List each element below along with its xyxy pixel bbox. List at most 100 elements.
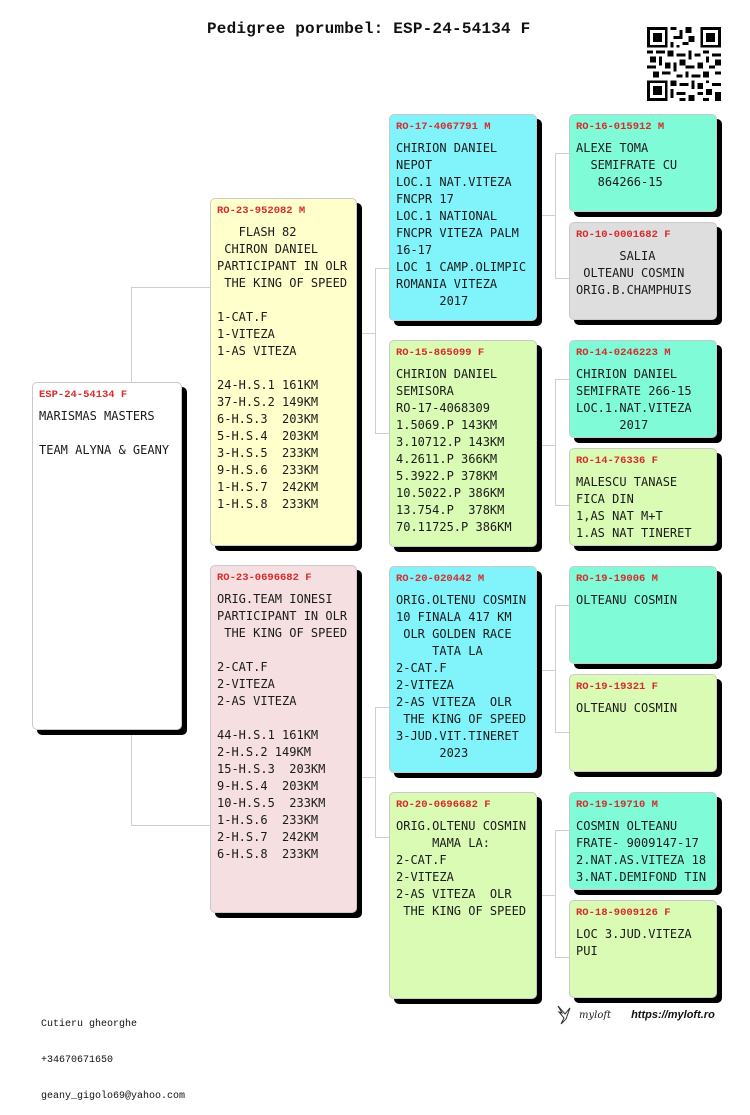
pedigree-note-line: 5-H.S.4 203KM	[217, 429, 319, 443]
pedigree-note-line: 6-H.S.3 203KM	[217, 412, 319, 426]
pedigree-note-line: OLR GOLDEN RACE	[396, 627, 512, 641]
pedigree-note-line: 15-H.S.3 203KM	[217, 762, 326, 776]
ring-number: RO-14-76336 F	[576, 455, 658, 467]
pedigree-note-line: 70.11725.P 386KM	[396, 520, 512, 534]
card-ds-dam[interactable]: RO-19-19321 F OLTEANU COSMIN	[569, 674, 717, 772]
pedigree-note-line: FLASH 82	[217, 225, 297, 239]
connector-line	[375, 268, 376, 433]
owner-email[interactable]: geany_gigolo69@yahoo.com	[41, 1091, 186, 1102]
pedigree-note-line: PUI	[576, 944, 598, 958]
pedigree-note-line: LOC.1.NAT.VITEZA	[576, 401, 692, 415]
owner-phone: +34670671650	[41, 1055, 114, 1066]
pedigree-note-line	[217, 710, 350, 727]
pedigree-note-line: OLTEANU COSMIN	[576, 593, 678, 607]
pedigree-note-line: 2-AS VITEZA OLR	[396, 695, 512, 709]
connector-line	[555, 153, 570, 154]
connector-line	[537, 445, 555, 446]
pedigree-note-line: FRATE- 9009147-17	[576, 836, 699, 850]
pedigree-note-line: 1.5069.P 143KM	[396, 418, 498, 432]
qr-code-icon	[647, 27, 721, 101]
pedigree-note-line: 5.3922.P 378KM	[396, 469, 498, 483]
pedigree-note-line: CHIRON DANIEL	[217, 242, 319, 256]
myloft-bird-icon	[557, 1005, 571, 1025]
pedigree-note-line: 9-H.S.6 233KM	[217, 463, 319, 477]
brand: myloft https://myloft.ro	[555, 1004, 715, 1026]
owner-contact: Cutieru gheorghe +34670671650 geany_gigo…	[41, 995, 185, 1115]
pedigree-note-line: ORIG.B.CHAMPHUIS	[576, 283, 692, 297]
pedigree-note-line: 2017	[576, 418, 649, 432]
pedigree-note-line: 1-H.S.8 233KM	[217, 497, 319, 511]
ring-number: RO-20-020442 M	[396, 573, 485, 585]
ring-number: RO-15-865099 F	[396, 347, 485, 359]
pedigree-note-line: MARISMAS MASTERS	[39, 409, 155, 423]
pedigree-note-line: 2-VITEZA	[396, 870, 454, 884]
connector-line	[555, 957, 570, 958]
pedigree-note-line: ORIG.TEAM IONESI	[217, 592, 333, 606]
pedigree-note-line: 16-17	[396, 243, 433, 257]
pedigree-note-line: 864266-15	[576, 175, 663, 189]
card-ds-sire[interactable]: RO-19-19006 M OLTEANU COSMIN	[569, 566, 717, 664]
connector-line	[375, 707, 376, 837]
pedigree-note-line: CHIRION DANIEL	[396, 367, 498, 381]
pedigree-note-line: THE KING OF SPEED	[217, 626, 348, 640]
connector-line	[375, 268, 390, 269]
pedigree-note-line: 2-AS VITEZA OLR	[396, 887, 512, 901]
connector-line	[537, 215, 555, 216]
pedigree-note-line: OLTEANU COSMIN	[576, 701, 678, 715]
pedigree-note-line: PARTICIPANT IN OLR	[217, 609, 348, 623]
pedigree-note-line	[217, 642, 350, 659]
pedigree-note-line: 1-CAT.F	[217, 310, 268, 324]
pedigree-note-line: 1-AS VITEZA	[217, 344, 297, 358]
pedigree-note-line: 1-H.S.6 233KM	[217, 813, 319, 827]
ring-number: RO-19-19006 M	[576, 573, 658, 585]
pedigree-note-line: RO-17-4068309	[396, 401, 490, 415]
pedigree-note-line: 10 FINALA 417 KM	[396, 610, 512, 624]
connector-line	[555, 379, 556, 505]
pedigree-note-line: 4.2611.P 366KM	[396, 452, 498, 466]
connector-line	[555, 153, 556, 278]
pedigree-note-line: 2-H.S.7 242KM	[217, 830, 319, 844]
connector-line	[375, 837, 390, 838]
pedigree-note-line: SALIA	[576, 249, 656, 263]
pedigree-note-line: 2-VITEZA	[396, 678, 454, 692]
ring-number: RO-16-015912 M	[576, 121, 665, 133]
pedigree-note-line: 2017	[396, 294, 469, 308]
pedigree-note-line: FNCPR 17	[396, 192, 454, 206]
pedigree-note-line: LOC.1 NATIONAL	[396, 209, 498, 223]
ring-number: RO-19-19321 F	[576, 681, 658, 693]
pedigree-note-line	[39, 425, 175, 442]
pedigree-note-line: PARTICIPANT IN OLR	[217, 259, 348, 273]
pedigree-note-line: OLTEANU COSMIN	[576, 266, 685, 280]
connector-line	[537, 895, 555, 896]
pedigree-note-line: 3-H.S.5 233KM	[217, 446, 319, 460]
pedigree-note-line: 1,AS NAT M+T	[576, 509, 663, 523]
ring-number: RO-19-19710 M	[576, 799, 658, 811]
brand-url-link[interactable]: https://myloft.ro	[631, 1009, 715, 1021]
pedigree-note-line: ROMANIA VITEZA	[396, 277, 498, 291]
pedigree-note-line	[217, 292, 350, 309]
ring-number: RO-20-0696682 F	[396, 799, 491, 811]
pedigree-note-line: 2-VITEZA	[217, 677, 275, 691]
connector-line	[131, 825, 211, 826]
pedigree-note-line: SEMIFRATE CU	[576, 158, 678, 172]
pedigree-note-line: 2023	[396, 746, 469, 760]
pedigree-note-line: TATA LA	[396, 644, 483, 658]
pedigree-note-line: 1-VITEZA	[217, 327, 275, 341]
connector-line	[375, 707, 390, 708]
pedigree-note-line: 37-H.S.2 149KM	[217, 395, 319, 409]
pedigree-note-line: ORIG.OLTENU COSMIN	[396, 819, 527, 833]
pedigree-note-line: 10.5022.P 386KM	[396, 486, 505, 500]
